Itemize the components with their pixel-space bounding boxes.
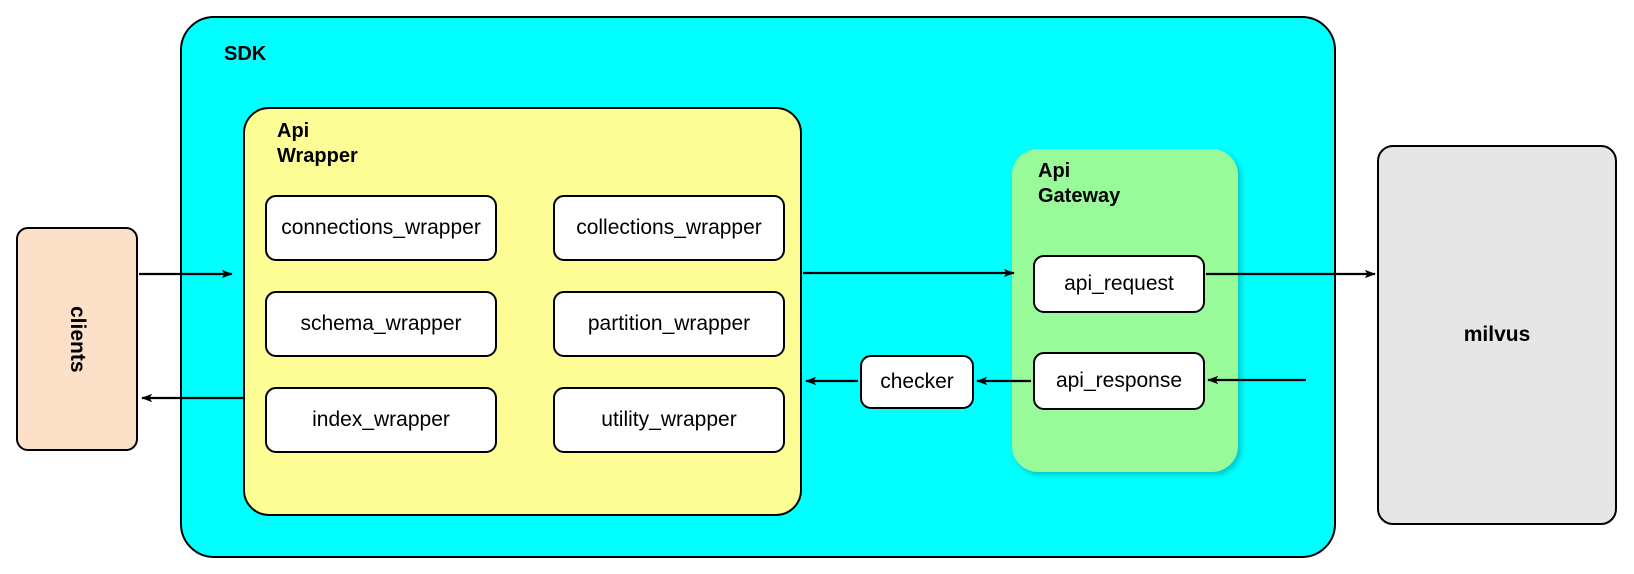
node-milvus[interactable]: milvus: [1377, 145, 1617, 525]
node-clients-label: clients: [66, 305, 89, 373]
container-api-wrapper-label: Api Wrapper: [277, 120, 358, 167]
node-schema-wrapper[interactable]: schema_wrapper: [265, 291, 497, 357]
node-api-request[interactable]: api_request: [1033, 255, 1205, 313]
node-clients[interactable]: clients: [16, 227, 138, 451]
node-checker-label: checker: [880, 370, 954, 393]
node-milvus-label: milvus: [1463, 323, 1531, 346]
node-connections-wrapper[interactable]: connections_wrapper: [265, 195, 497, 261]
node-partition-wrapper-label: partition_wrapper: [587, 312, 751, 335]
node-schema-wrapper-label: schema_wrapper: [300, 312, 462, 335]
container-api-gateway-label: Api Gateway: [1038, 160, 1121, 207]
container-sdk-label: SDK: [224, 43, 267, 65]
node-partition-wrapper[interactable]: partition_wrapper: [553, 291, 785, 357]
node-index-wrapper[interactable]: index_wrapper: [265, 387, 497, 453]
node-utility-wrapper-label: utility_wrapper: [601, 408, 737, 431]
node-api-response[interactable]: api_response: [1033, 352, 1205, 410]
node-utility-wrapper[interactable]: utility_wrapper: [553, 387, 785, 453]
node-connections-wrapper-label: connections_wrapper: [281, 216, 481, 239]
node-checker[interactable]: checker: [860, 355, 974, 409]
node-api-request-label: api_request: [1064, 272, 1174, 295]
node-api-response-label: api_response: [1055, 369, 1183, 392]
node-collections-wrapper-label: collections_wrapper: [576, 216, 762, 239]
node-collections-wrapper[interactable]: collections_wrapper: [553, 195, 785, 261]
node-index-wrapper-label: index_wrapper: [312, 408, 450, 431]
